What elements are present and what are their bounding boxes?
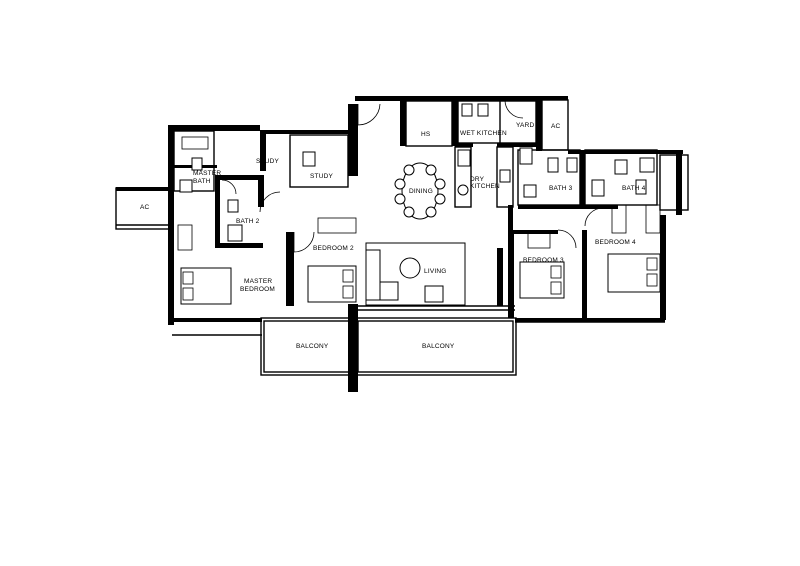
partition-lines (115, 99, 689, 376)
beds (180, 253, 661, 305)
label-balcony-2: BALCONY (422, 343, 455, 350)
label-master-bedroom-1: MASTER (244, 278, 272, 285)
room-labels: HS WET KITCHEN YARD AC STUDY STUDY DININ… (140, 122, 646, 350)
label-study-2: STUDY (310, 173, 333, 180)
label-bath-3: BATH 3 (549, 185, 573, 192)
label-dry-kitchen-2: KITCHEN (470, 183, 500, 190)
label-yard: YARD (516, 122, 534, 129)
label-dry-kitchen-1: DRY (470, 176, 485, 183)
bath-fixtures (179, 103, 655, 242)
label-wet-kitchen: WET KITCHEN (460, 130, 507, 137)
label-bath-2: BATH 2 (236, 218, 260, 225)
label-hs: HS (421, 131, 431, 138)
label-ac-top: AC (551, 123, 561, 130)
label-master-bath-2: BATH (193, 178, 211, 185)
label-bedroom-3: BEDROOM 3 (523, 257, 564, 264)
door-swings (221, 99, 604, 253)
living-set (365, 242, 466, 306)
label-bath-4: BATH 4 (622, 185, 646, 192)
label-balcony-1: BALCONY (296, 343, 329, 350)
label-master-bedroom-2: BEDROOM (240, 286, 275, 293)
dining-table (394, 162, 446, 220)
label-study-1: STUDY (256, 158, 279, 165)
label-dining: DINING (409, 188, 433, 195)
label-bedroom-4: BEDROOM 4 (595, 239, 636, 246)
label-bedroom-2: BEDROOM 2 (313, 245, 354, 252)
label-master-bath-1: MASTER (193, 170, 221, 177)
label-ac-left: AC (140, 204, 150, 211)
label-living: LIVING (424, 268, 447, 275)
